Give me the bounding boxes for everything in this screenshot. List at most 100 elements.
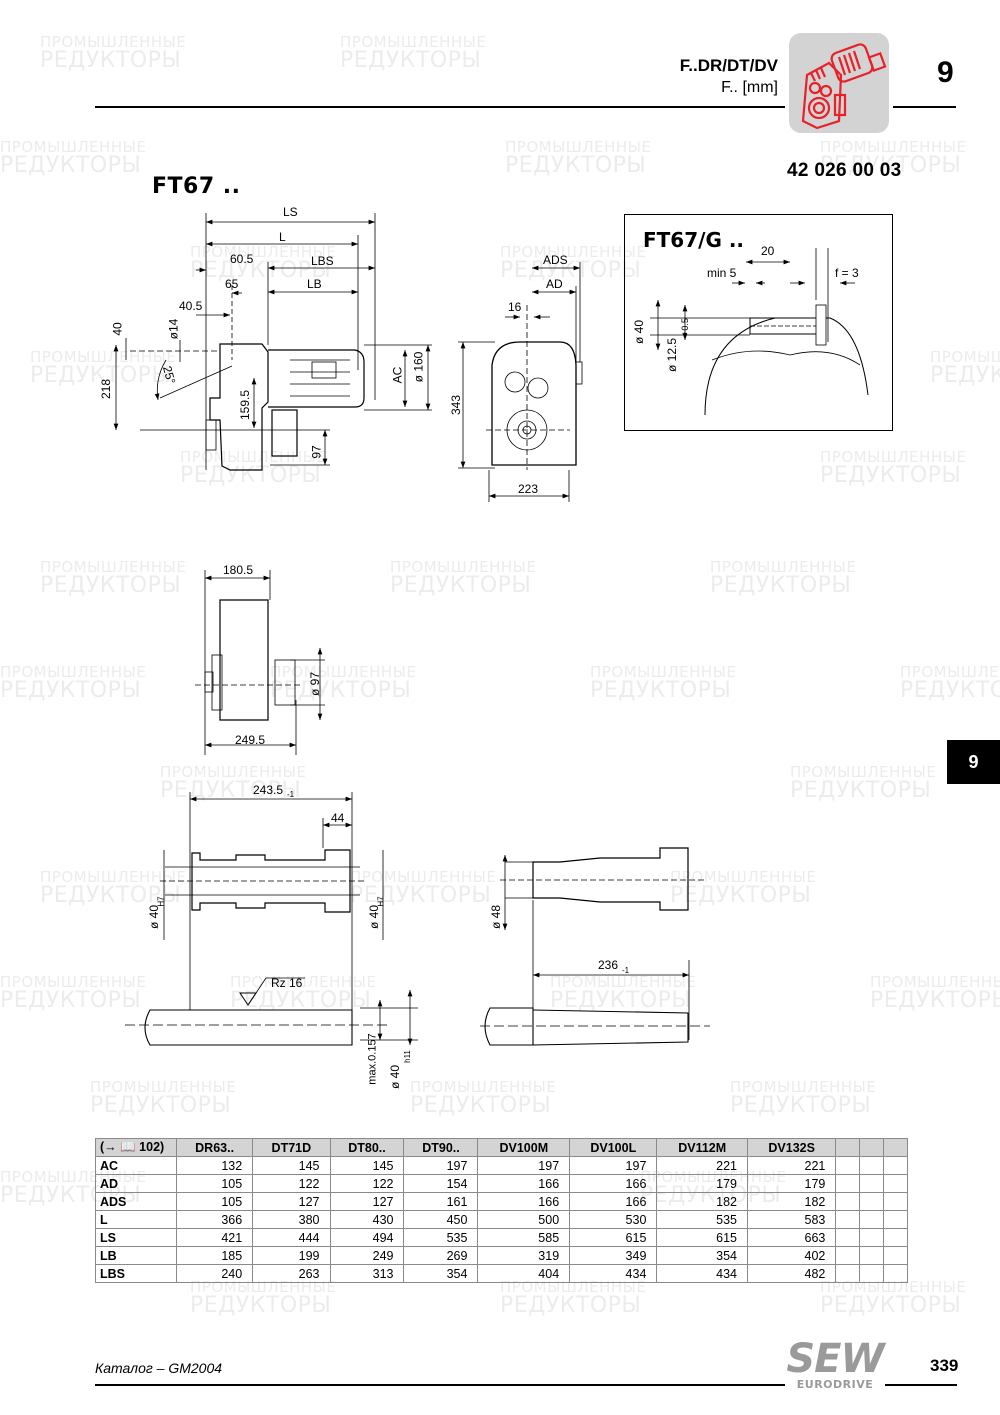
table-cell — [835, 1192, 861, 1211]
dim-223: 223 — [518, 482, 539, 496]
row-label: L — [95, 1210, 177, 1229]
table-cell — [835, 1156, 861, 1175]
table-cell: 179 — [656, 1174, 748, 1193]
column-header — [883, 1138, 908, 1157]
row-label: AC — [95, 1156, 177, 1175]
page-number: 339 — [930, 1356, 959, 1375]
dim-44: 44 — [331, 811, 345, 825]
dim-tol-2: -1 — [622, 966, 630, 975]
table-cell: 182 — [746, 1192, 837, 1211]
table-cell — [835, 1264, 861, 1283]
table-cell: 122 — [329, 1174, 405, 1193]
dim-249-5: 249.5 — [235, 733, 266, 747]
dim-d160: ø 160 — [411, 351, 426, 383]
table-cell: 482 — [746, 1264, 837, 1283]
dim-40: 40 — [110, 322, 125, 336]
table-cell: 500 — [477, 1210, 571, 1229]
table-cell: 105 — [175, 1192, 254, 1211]
table-cell — [859, 1246, 885, 1265]
table-cell: 530 — [569, 1210, 658, 1229]
row-label: LBS — [95, 1264, 177, 1283]
table-cell: 434 — [656, 1264, 748, 1283]
table-cell — [859, 1264, 885, 1283]
table-cell: 269 — [403, 1246, 479, 1265]
column-header: DT90.. — [403, 1138, 479, 1157]
table-cell: 585 — [477, 1228, 571, 1247]
table-cell: 615 — [656, 1228, 748, 1247]
table-cell — [835, 1228, 861, 1247]
dim-inset-d12-5: ø 12.5 — [665, 337, 680, 373]
table-cell: 319 — [477, 1246, 571, 1265]
catalog-label: Каталог – GM2004 — [95, 1360, 223, 1376]
table-cell — [883, 1228, 908, 1247]
table-cell: 494 — [329, 1228, 405, 1247]
dim-d48: ø 48 — [489, 904, 504, 930]
dim-d97: ø 97 — [308, 671, 323, 697]
column-header: DT80.. — [329, 1138, 405, 1157]
table-cell: 166 — [569, 1192, 658, 1211]
dim-LS: LS — [283, 205, 298, 219]
dim-d14: ø14 — [166, 318, 181, 340]
table-cell — [835, 1246, 861, 1265]
table-cell: 154 — [403, 1174, 479, 1193]
table-cell: 221 — [656, 1156, 748, 1175]
detail-inset-box — [624, 214, 893, 431]
inset-title: FT67/G .. — [643, 228, 745, 252]
table-cell: 179 — [746, 1174, 837, 1193]
table-cell: 434 — [569, 1264, 658, 1283]
gear-motor-icon — [801, 43, 887, 130]
table-cell: 127 — [329, 1192, 405, 1211]
dim-16: 16 — [508, 300, 522, 314]
table-cell: 249 — [329, 1246, 405, 1265]
table-cell — [883, 1156, 908, 1175]
sew-eurodrive-logo: SEW EURODRIVE — [785, 1339, 885, 1392]
footer-rule — [95, 1384, 957, 1386]
table-cell: 583 — [746, 1210, 837, 1229]
dim-97: 97 — [309, 445, 324, 459]
table-cell — [859, 1210, 885, 1229]
dim-AD: AD — [546, 277, 563, 291]
table-cell: 535 — [403, 1228, 479, 1247]
table-cell — [835, 1174, 861, 1193]
table-cell: 197 — [569, 1156, 658, 1175]
chapter-side-tab-label: 9 — [968, 751, 979, 772]
dim-d40-h11: ø 40 — [388, 1064, 403, 1090]
dim-343: 343 — [449, 394, 464, 416]
dim-h7-right: H7 — [376, 896, 386, 907]
table-cell — [859, 1228, 885, 1247]
table-cell: 166 — [477, 1174, 571, 1193]
dim-h7-left: H7 — [156, 896, 166, 907]
table-cell: 663 — [746, 1228, 837, 1247]
table-cell: 105 — [175, 1174, 254, 1193]
table-cell: 127 — [252, 1192, 331, 1211]
dim-L: L — [279, 230, 286, 244]
table-cell: 197 — [477, 1156, 571, 1175]
dim-max-0-157: max.0.157 — [366, 1033, 379, 1085]
dim-d40-h7-left: ø 40 — [147, 904, 162, 930]
dim-40-5: 40.5 — [179, 299, 203, 313]
table-cell — [883, 1246, 908, 1265]
dim-218: 218 — [99, 378, 114, 400]
dim-inset-min5: min 5 — [707, 266, 737, 280]
dim-inset-d40: ø 40 — [632, 319, 647, 345]
table-cell: 615 — [569, 1228, 658, 1247]
reference-link[interactable]: (→ 📖 102) — [95, 1138, 177, 1157]
table-cell: 354 — [403, 1264, 479, 1283]
dim-180-5: 180.5 — [223, 563, 254, 577]
dim-ADS: ADS — [543, 253, 568, 267]
row-label: ADS — [95, 1192, 177, 1211]
header-rule-right — [893, 106, 956, 108]
chapter-number: 9 — [937, 56, 954, 89]
brand-subname: EURODRIVE — [796, 1378, 874, 1391]
table-cell: 380 — [252, 1210, 331, 1229]
table-cell — [883, 1192, 908, 1211]
table-cell: 166 — [569, 1174, 658, 1193]
table-cell: 197 — [403, 1156, 479, 1175]
dim-h11: h11 — [402, 1050, 412, 1063]
column-header: DV112M — [656, 1138, 748, 1157]
column-header: DV132S — [746, 1138, 837, 1157]
table-cell — [835, 1210, 861, 1229]
table-cell: 221 — [746, 1156, 837, 1175]
